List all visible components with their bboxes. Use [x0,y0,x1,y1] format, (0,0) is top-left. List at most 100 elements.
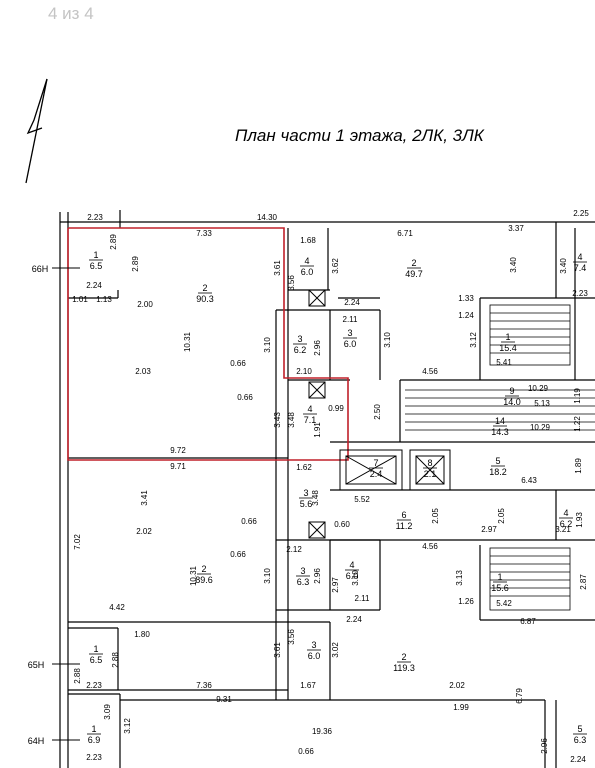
dimension-label: 2.05 [431,508,440,524]
dimension-label: 0.66 [230,550,246,559]
room-number: 4 [307,404,312,414]
room-number: 2 [202,283,207,293]
dimension-label: 3.10 [383,332,392,348]
dimension-label: 1.22 [573,416,582,432]
dimension-label: 2.89 [131,256,140,272]
dimension-label: 2.96 [313,340,322,356]
dimension-label: 3.10 [351,570,360,586]
dimension-label: 1.91 [313,422,322,438]
dimension-label: 3.21 [555,525,571,534]
dimension-label: 1.01 [72,295,88,304]
room-number: 2 [411,258,416,268]
room-number: 3 [297,334,302,344]
dimension-label: 6.43 [521,476,537,485]
dimension-label: 2.23 [572,289,588,298]
dimension-label: 3.10 [263,568,272,584]
room-area: 90.3 [196,294,214,304]
dimension-label: 10.29 [528,384,549,393]
room-area: 6.3 [574,735,587,745]
apartment-highlight-outline [67,227,349,461]
room-number: 6 [401,510,406,520]
dimension-label: 3.61 [273,260,282,276]
dimension-label: 3.12 [469,332,478,348]
room-number: 3 [347,328,352,338]
dimension-label: 3.40 [559,258,568,274]
dimension-label: 10.29 [530,423,551,432]
dimension-label: 2.24 [86,281,102,290]
room-area: 18.2 [489,467,507,477]
dimension-label: 3.40 [509,257,518,273]
dimension-label: 0.66 [298,747,314,756]
dimension-label: 10.31 [183,331,192,352]
dimension-label: 2.10 [296,367,312,376]
dimension-label: 5.13 [534,399,550,408]
dimension-label: 6.79 [515,688,524,704]
axis-marker [52,267,80,741]
room-number: 4 [349,560,354,570]
dimension-label: 19.36 [312,727,333,736]
room-number: 3 [303,488,308,498]
room-area: 6.5 [90,655,103,665]
room-area: 15.4 [499,343,517,353]
room-number: 3 [300,566,305,576]
room-area: 6.2 [294,345,307,355]
dimension-label: 3.43 [273,412,282,428]
room-area: 6.0 [344,339,357,349]
dimension-label: 3.37 [508,224,524,233]
dimension-label: 3.56 [287,629,296,645]
room-area: 6.2 [560,519,573,529]
dimension-label: 2.23 [86,681,102,690]
elevator-shaft [339,449,451,491]
room-number: 1 [93,644,98,654]
dimension-label: 1.13 [96,295,112,304]
room-number: 5 [577,724,582,734]
room-number: 1 [91,724,96,734]
dimension-label: 3.12 [123,718,132,734]
dimension-label: 9.31 [216,695,232,704]
room-area: 6.5 [90,261,103,271]
dimension-label: 3.10 [263,337,272,353]
room-number: 1 [93,250,98,260]
dimension-label: 5.42 [496,599,512,608]
room-area: 49.7 [405,269,423,279]
dimension-label: 1.99 [453,703,469,712]
room-labels: 16.5290.346.0249.736.236.0115.447.1914.0… [87,250,587,745]
dimension-label: 0.60 [334,520,350,529]
dimension-label: 2.96 [540,738,549,754]
room-area: 7.4 [574,263,587,273]
dimension-label: 3.62 [331,258,340,274]
dimension-label: 2.03 [135,367,151,376]
dimension-label: 9.72 [170,446,186,455]
dimension-label: 2.88 [111,652,120,668]
room-number: 4 [304,256,309,266]
dimension-label: 1.89 [574,458,583,474]
room-area: 7.1 [304,415,317,425]
dimension-label: 2.02 [136,527,152,536]
room-number: 9 [509,386,514,396]
dimension-label: 3.56 [287,275,296,291]
dimension-label: 9.71 [170,462,186,471]
room-number: 5 [495,456,500,466]
dimension-label: 3.09 [103,704,112,720]
dimension-label: 1.33 [458,294,474,303]
dimension-label: 2.05 [497,508,506,524]
dimension-label: 0.66 [237,393,253,402]
dimension-label: 3.48 [287,412,296,428]
room-number: 4 [563,508,568,518]
plan-title: План части 1 этажа, 2ЛК, 3ЛК [235,126,484,145]
dimension-label: 3.13 [455,570,464,586]
page-indicator: 4 из 4 [48,4,94,23]
room-number: 3 [311,640,316,650]
dimension-label: 2.00 [137,300,153,309]
dimension-label: 3.48 [311,490,320,506]
dimension-label: 2.02 [449,681,465,690]
room-area: 6.9 [88,735,101,745]
dimension-label: 2.12 [286,545,302,554]
dimension-label: 2.11 [343,315,359,324]
dimension-label: 0.66 [230,359,246,368]
room-area: 119.3 [393,663,415,673]
room-number: 1 [505,332,510,342]
dimension-label: 2.23 [86,753,102,762]
